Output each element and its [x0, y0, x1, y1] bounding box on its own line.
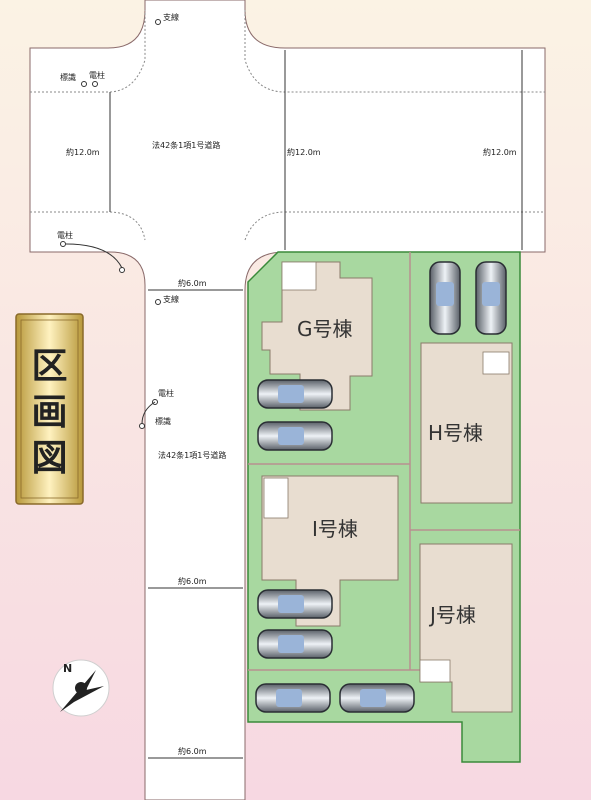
pole-label-mid: 電柱	[158, 388, 174, 398]
title-char: 図	[31, 437, 67, 479]
dim-road-width-mid: 約12.0m	[287, 147, 321, 157]
building-h	[420, 342, 513, 504]
dim-road-width-mid2: 約6.0m	[178, 576, 207, 586]
car	[257, 421, 333, 451]
building-g	[261, 261, 373, 411]
car	[429, 261, 461, 335]
car	[475, 261, 507, 335]
building-label-j: J号棟	[428, 603, 476, 627]
car	[257, 629, 333, 659]
building-i	[261, 475, 399, 627]
car	[257, 379, 333, 409]
car	[255, 683, 331, 713]
pole-label-left: 電柱	[57, 230, 73, 240]
dim-road-width-right: 約12.0m	[483, 147, 517, 157]
pole-dot	[119, 267, 125, 273]
building-label-g: G号棟	[297, 317, 353, 341]
building-label-h: H号棟	[428, 421, 483, 445]
branch-line-label-mid: 支線	[163, 294, 179, 304]
dim-road-width-bottom: 約6.0m	[178, 746, 207, 756]
car	[257, 589, 333, 619]
marker-label-top: 標識	[60, 72, 76, 82]
pole-dot	[155, 299, 161, 305]
pole-dot	[92, 81, 98, 87]
title-char: 区	[31, 345, 67, 387]
car	[339, 683, 415, 713]
road-label-vertical: 法42条1項1号道路	[158, 450, 226, 460]
dim-road-width-top: 約6.0m	[178, 278, 207, 288]
title-char: 画	[31, 391, 67, 433]
marker-label-mid: 標識	[155, 416, 171, 426]
parking-cars	[255, 261, 507, 713]
compass: N	[52, 659, 110, 717]
pole-dot	[60, 241, 66, 247]
building-label-i: I号棟	[312, 517, 358, 541]
pole-label-top: 電柱	[89, 70, 105, 80]
building-j	[419, 543, 513, 713]
utility-markers	[60, 19, 161, 429]
dimension-lines	[109, 50, 523, 759]
pole-dot	[155, 19, 161, 25]
title-plaque	[15, 313, 84, 505]
road-label-horizontal: 法42条1項1号道路	[152, 140, 220, 150]
dim-road-width-left: 約12.0m	[66, 147, 100, 157]
branch-line-label-top: 支線	[163, 12, 179, 22]
compass-north-label: N	[63, 662, 72, 675]
pole-dot	[81, 81, 87, 87]
pole-dot	[139, 423, 145, 429]
